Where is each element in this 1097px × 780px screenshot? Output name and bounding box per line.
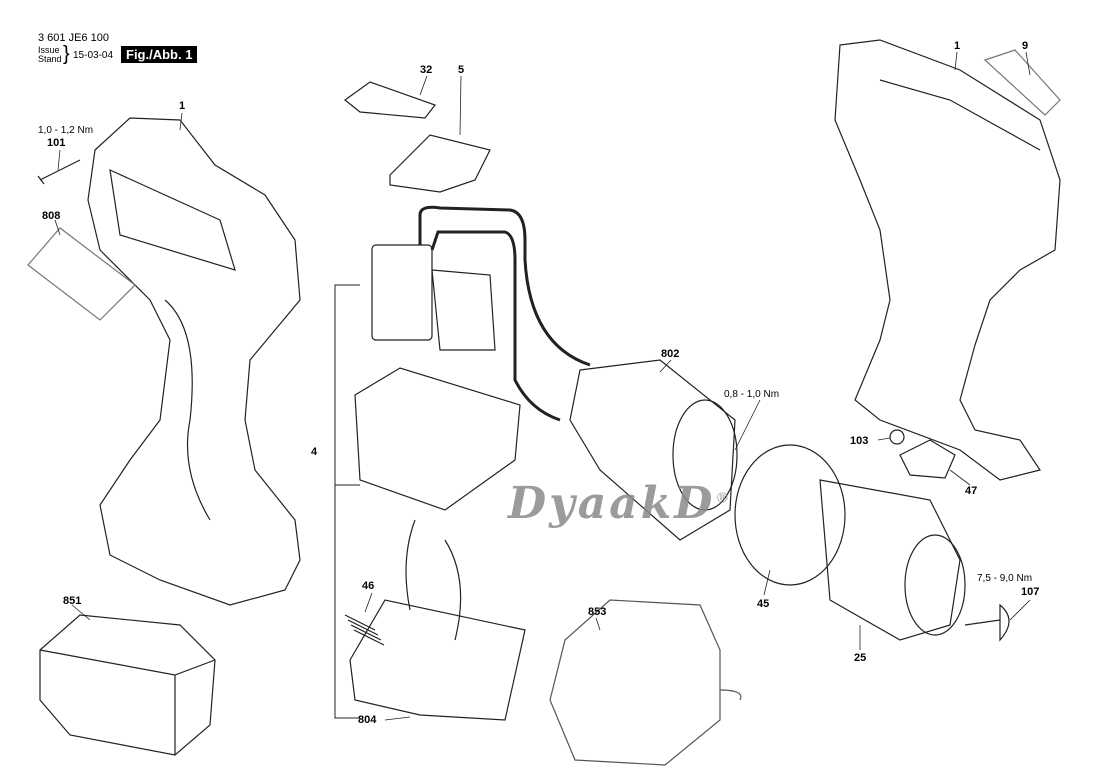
- label-battery-851: 851: [63, 595, 82, 607]
- label-charger-853: 853: [588, 606, 607, 618]
- watermark-text: DyaakD: [508, 478, 716, 529]
- part-47-shape: [899, 439, 956, 479]
- label-housing-left: 1: [179, 100, 186, 112]
- label-group-4: 4: [311, 446, 318, 458]
- stand-label: Stand: [38, 54, 62, 64]
- registered-mark: ®: [715, 490, 733, 507]
- watermark: DyaakD®: [508, 478, 732, 529]
- left-housing-shape: [87, 117, 301, 606]
- wires: [418, 205, 591, 422]
- label-9: 9: [1022, 40, 1029, 52]
- screw-107-shape: [964, 603, 1010, 642]
- label-housing-right: 1: [954, 40, 961, 52]
- label-screw-107: 107: [1021, 586, 1040, 598]
- label-motor-802: 802: [661, 348, 680, 360]
- label-9-shape: [983, 49, 1061, 116]
- torque-screw-101: 1,0 - 1,2 Nm: [38, 125, 94, 136]
- group-4-bracket: [334, 284, 360, 719]
- issue-date: 15-03-04: [73, 50, 114, 61]
- battery-shape: [39, 614, 216, 756]
- label-chuck-25: 25: [854, 652, 867, 664]
- label-part-32: 32: [420, 64, 433, 76]
- base-804-shape: [349, 599, 526, 721]
- leader-lines: [54, 51, 1031, 721]
- part-103-shape: [889, 429, 905, 445]
- label-part-103: 103: [850, 435, 869, 447]
- label-gearbox-45: 45: [757, 598, 770, 610]
- motor-shape: [569, 359, 736, 541]
- label-screw-101: 101: [47, 137, 66, 149]
- label-part-47: 47: [965, 485, 978, 497]
- label-part-5: 5: [458, 64, 465, 76]
- charger-shape: [549, 599, 721, 766]
- chuck-shape: [819, 479, 961, 641]
- label-808-shape: [27, 227, 136, 321]
- torque-screw-107: 7,5 - 9,0 Nm: [977, 573, 1033, 584]
- figure-label: Fig./Abb. 1: [121, 46, 198, 63]
- brace: }: [63, 43, 70, 65]
- label-808: 808: [42, 210, 61, 222]
- right-housing-shape: [834, 39, 1061, 481]
- spring-shape: [344, 614, 385, 646]
- screw-101-shape: [37, 159, 81, 185]
- document-number: 3 601 JE6 100: [38, 32, 109, 44]
- part-32-shape: [344, 81, 436, 119]
- issue-label: Issue: [38, 45, 60, 55]
- label-spring-46: 46: [362, 580, 375, 592]
- switch-shape: [371, 244, 433, 341]
- part-5-shape: [389, 134, 491, 193]
- torque-motor: 0,8 - 1,0 Nm: [724, 389, 780, 400]
- label-base-804: 804: [358, 714, 377, 726]
- gearbox-shape: [734, 444, 846, 586]
